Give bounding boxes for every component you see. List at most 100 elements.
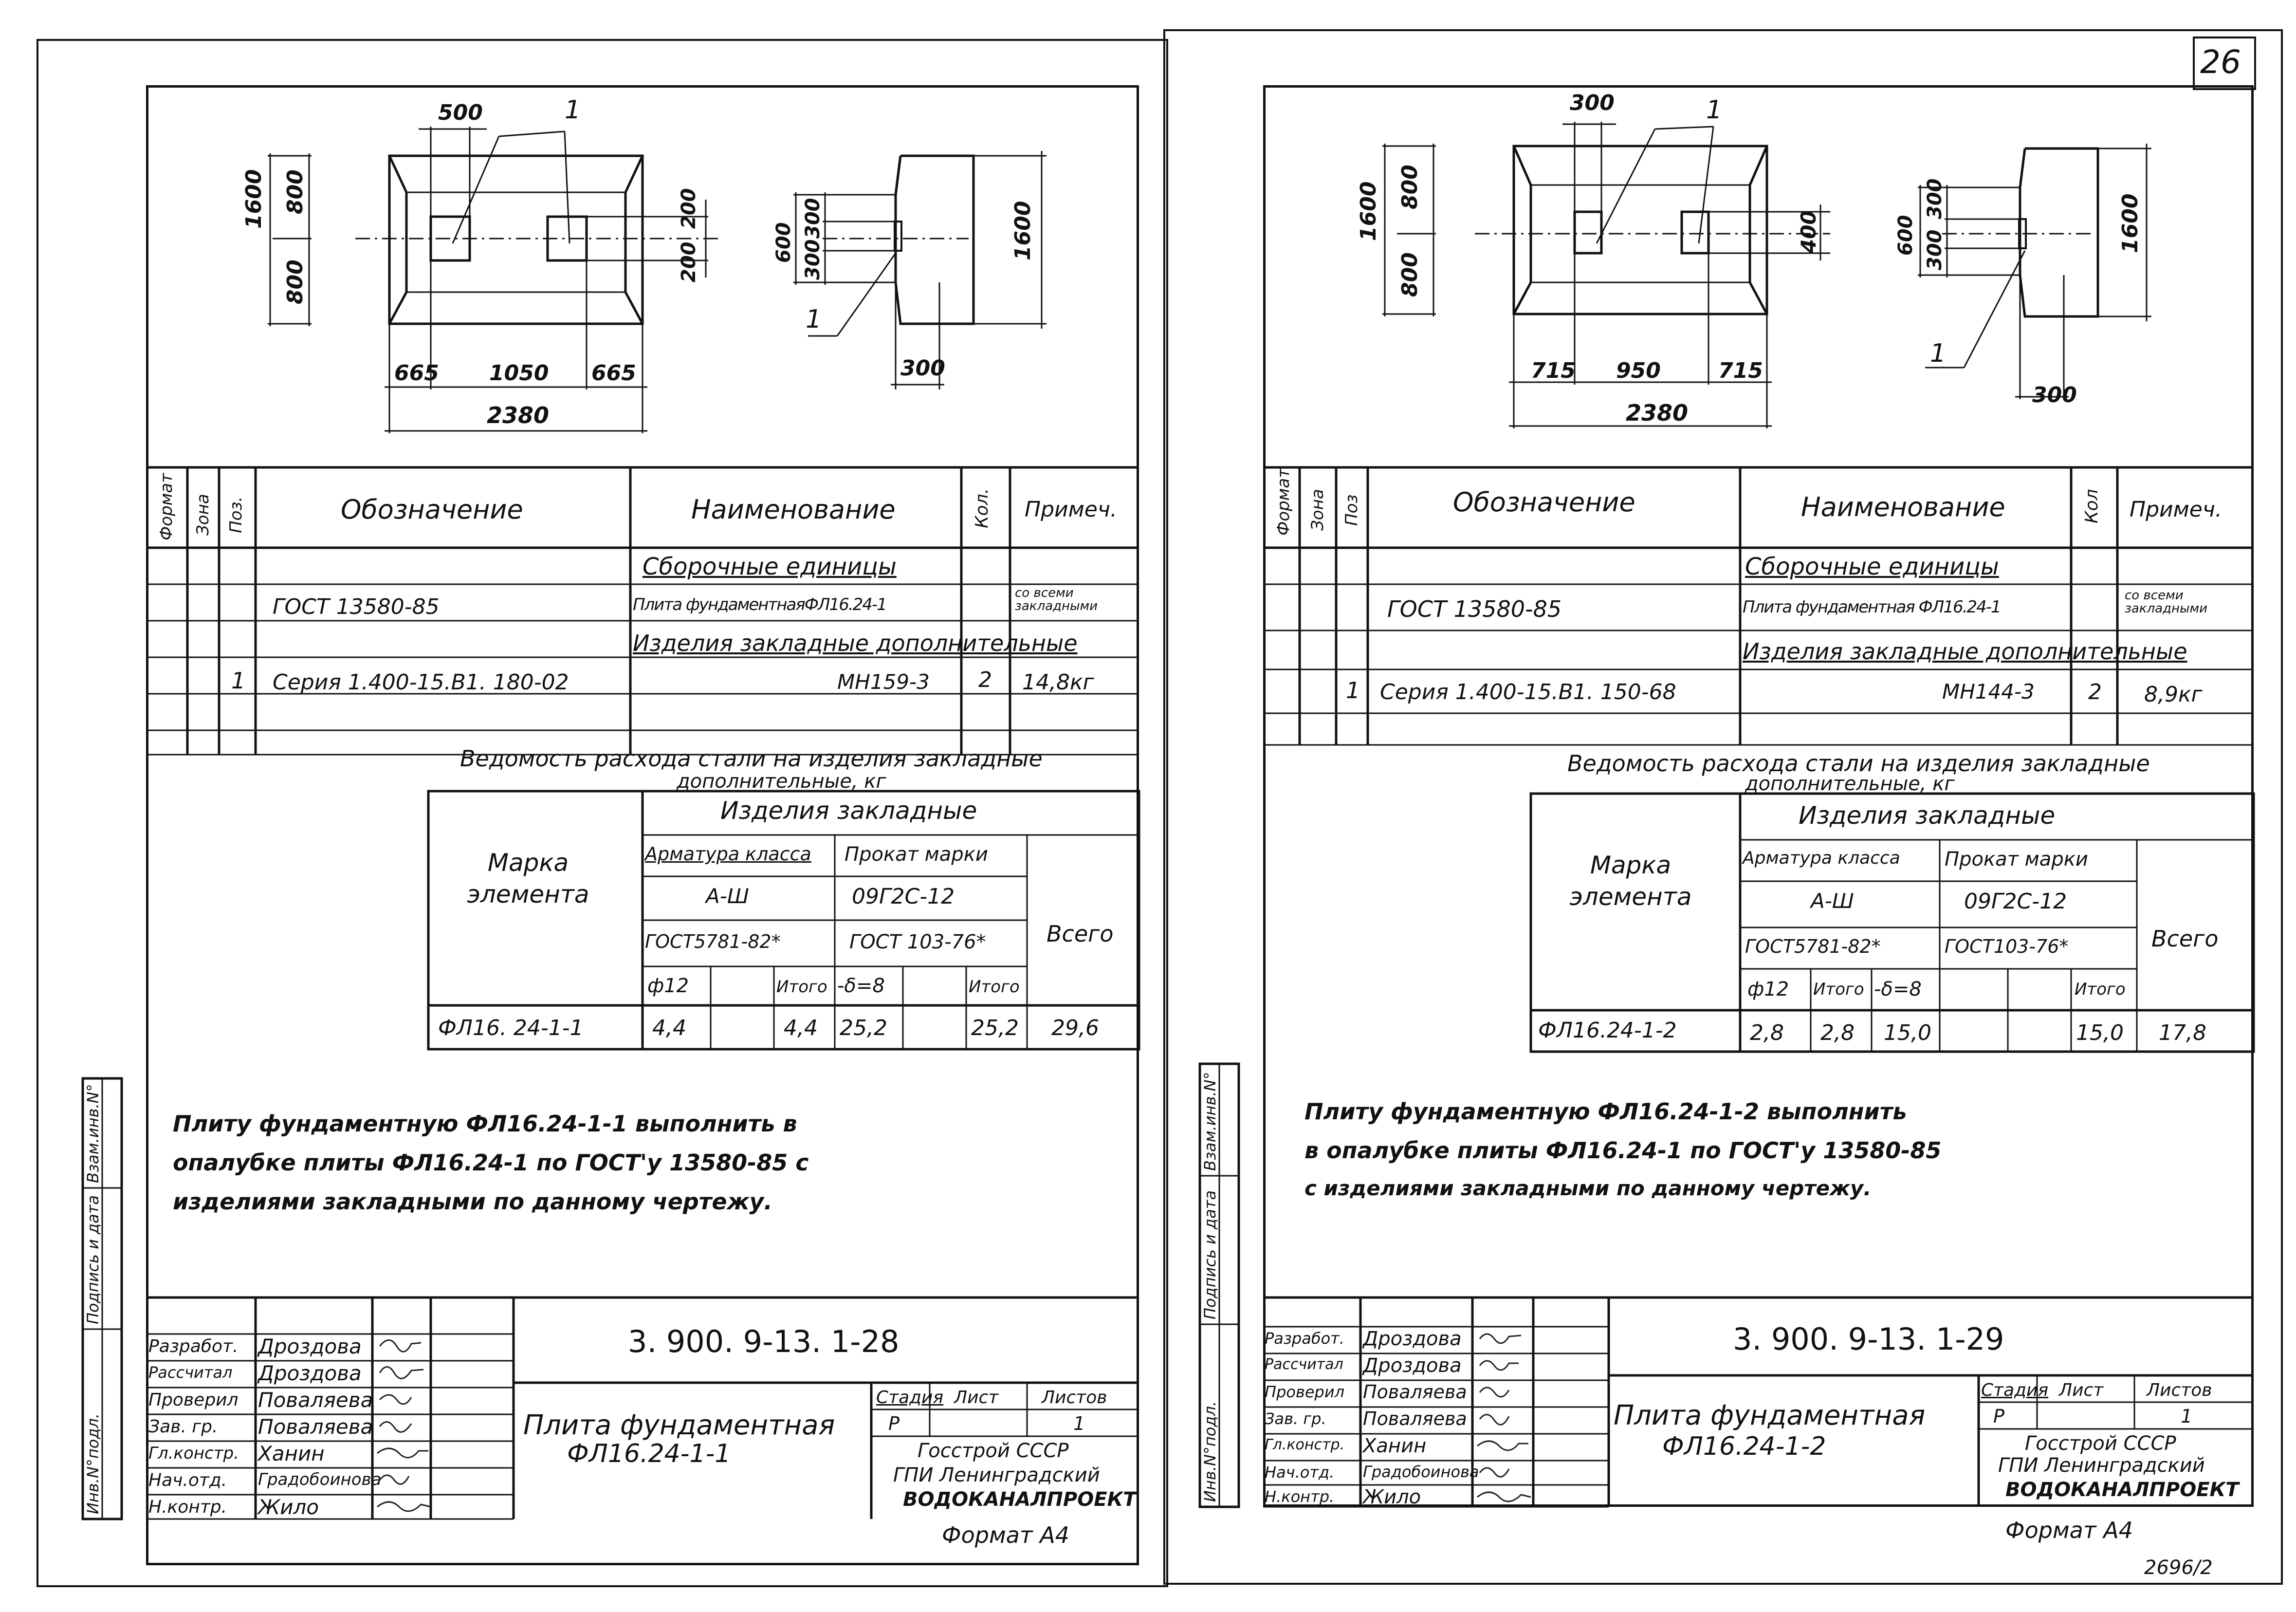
right-tb-name-2: Дроздова bbox=[1363, 1354, 1462, 1377]
left-steel-arm-class: А-Ш bbox=[706, 884, 749, 908]
left-spec-row2-designation: Серия 1.400-15.В1. 180-02 bbox=[273, 670, 569, 695]
left-steel-group: Изделия закладные bbox=[720, 797, 977, 825]
left-steel-row-itogo1: 4,4 bbox=[784, 1016, 818, 1040]
right-spec-header-note: Примеч. bbox=[2130, 497, 2222, 522]
right-note-line1: Плиту фундаментную ФЛ16.24-1-2 выполнить bbox=[1304, 1098, 1907, 1125]
left-spec-row1-note: со всеми закладными bbox=[1015, 586, 1098, 614]
page-number-box bbox=[2193, 37, 2256, 90]
right-tb-name-6: Градобоинова bbox=[1363, 1463, 1479, 1481]
left-tb-stage: Р bbox=[888, 1413, 900, 1434]
right-steel-title-line1: Ведомость расхода стали на изделия закла… bbox=[1567, 750, 2150, 777]
right-spec-row2-qty: 2 bbox=[2088, 680, 2102, 704]
left-steel-prok-grade: 09Г2С-12 bbox=[852, 884, 955, 909]
left-dim-bottom-mid: 1050 bbox=[489, 361, 549, 386]
left-steel-title-line2: дополнительные, кг bbox=[677, 770, 886, 793]
right-tb-name-1: Дроздова bbox=[1363, 1328, 1462, 1350]
left-steel-prok-gost: ГОСТ 103-76* bbox=[849, 931, 986, 953]
page-number: 26 bbox=[2200, 43, 2241, 81]
right-spec-row1-name: Плита фундаментная ФЛ16.24-1 bbox=[1743, 597, 2002, 617]
left-format: Формат А4 bbox=[942, 1522, 1069, 1548]
right-tb-sheets-label: Листов bbox=[2147, 1380, 2212, 1400]
left-note-line1: Плиту фундаментную ФЛ16.24-1-1 выполнить… bbox=[173, 1111, 797, 1137]
left-spec-row2-name: МН159-3 bbox=[837, 670, 930, 694]
right-tb-sheets: 1 bbox=[2181, 1406, 2193, 1427]
left-tb-name-2: Дроздова bbox=[258, 1361, 362, 1385]
right-steel-row-delta: 15,0 bbox=[1884, 1020, 1931, 1045]
left-spec-row1-designation: ГОСТ 13580-85 bbox=[273, 594, 440, 619]
right-tb-name-5: Ханин bbox=[1363, 1435, 1427, 1457]
left-steel-sub-d: ф12 bbox=[647, 975, 689, 997]
right-steel-sub-itogo1: Итого bbox=[1813, 980, 1864, 999]
right-format: Формат А4 bbox=[2005, 1517, 2133, 1543]
right-tb-stage-label: Стадия bbox=[1981, 1380, 2049, 1400]
right-steel-title-line2: дополнительные, кг bbox=[1745, 773, 1955, 795]
left-tb-name-4: Поваляева bbox=[258, 1415, 373, 1439]
right-spec-header-designation: Обозначение bbox=[1453, 487, 1635, 518]
left-callout-top: 1 bbox=[565, 95, 581, 125]
right-dim-side-base: 300 bbox=[2032, 383, 2077, 408]
footer-code: 2696/2 bbox=[2144, 1556, 2213, 1579]
left-dim-bottom-right: 665 bbox=[591, 361, 636, 386]
right-tb-role-4: Зав. гр. bbox=[1265, 1409, 1326, 1428]
left-tb-role-6: Нач.отд. bbox=[148, 1470, 227, 1490]
left-tb-code: 3. 900. 9-13. 1-28 bbox=[628, 1324, 900, 1359]
left-steel-sub-delta: -δ=8 bbox=[837, 975, 885, 997]
right-steel-sub-d: ф12 bbox=[1747, 978, 1789, 1001]
right-steel-arm-gost: ГОСТ5781-82* bbox=[1745, 936, 1881, 957]
right-tb-org-line2: ГПИ Ленинградский bbox=[1998, 1454, 2205, 1477]
left-steel-row-delta: 25,2 bbox=[840, 1016, 887, 1040]
left-spec-row2-qty: 2 bbox=[978, 667, 992, 692]
right-steel-sub-delta: -δ=8 bbox=[1874, 978, 1922, 1001]
right-spec-section1: Сборочные единицы bbox=[1745, 553, 1999, 580]
right-dim-hole-width: 300 bbox=[1570, 91, 1615, 115]
right-tb-title-line2: ФЛ16.24-1-2 bbox=[1662, 1432, 1826, 1461]
left-tb-name-7: Жило bbox=[258, 1495, 319, 1519]
right-tb-org-line1: Госстрой СССР bbox=[2025, 1432, 2176, 1455]
left-tb-name-6: Градобоинова bbox=[258, 1470, 382, 1489]
right-tb-role-2: Рассчитал bbox=[1265, 1356, 1343, 1373]
left-steel-col-arm: Арматура класса bbox=[645, 843, 811, 865]
left-tb-role-3: Проверил bbox=[148, 1390, 239, 1410]
right-tb-name-7: Жило bbox=[1363, 1486, 1421, 1508]
right-spec-header-name: Наименование bbox=[1801, 492, 2005, 522]
left-tb-org-line2: ГПИ Ленинградский bbox=[893, 1464, 1100, 1486]
left-note-line3: изделиями закладными по данному чертежу. bbox=[173, 1188, 772, 1215]
right-steel-col-prok: Прокат марки bbox=[1945, 848, 2088, 871]
left-tb-name-1: Дроздова bbox=[258, 1334, 362, 1358]
left-dim-width-total: 2380 bbox=[487, 402, 550, 428]
left-dim-bottom-left: 665 bbox=[394, 361, 439, 386]
right-steel-total-label: Всего bbox=[2151, 926, 2219, 952]
right-dim-bottom-right: 715 bbox=[1718, 358, 1763, 383]
right-tb-role-3: Проверил bbox=[1265, 1383, 1345, 1401]
right-tb-role-6: Нач.отд. bbox=[1265, 1463, 1335, 1482]
right-dim-width-total: 2380 bbox=[1626, 400, 1689, 426]
left-steel-arm-gost: ГОСТ5781-82* bbox=[645, 931, 781, 952]
right-steel-prok-gost: ГОСТ103-76* bbox=[1945, 936, 2069, 957]
left-spec-header-name: Наименование bbox=[691, 494, 896, 525]
left-tb-name-5: Ханин bbox=[258, 1442, 325, 1465]
right-tb-code: 3. 900. 9-13. 1-29 bbox=[1733, 1321, 2004, 1357]
right-steel-arm-class: А-Ш bbox=[1811, 889, 1854, 913]
right-tb-title-line1: Плита фундаментная bbox=[1614, 1400, 1926, 1431]
left-tb-role-7: Н.контр. bbox=[148, 1497, 227, 1517]
left-steel-row-itogo2: 25,2 bbox=[971, 1016, 1019, 1040]
right-steel-prok-grade: 09Г2С-12 bbox=[1964, 889, 2067, 914]
left-tb-title-line1: Плита фундаментная bbox=[523, 1409, 835, 1441]
right-tb-stage: Р bbox=[1993, 1406, 2004, 1427]
right-tb-role-1: Разработ. bbox=[1265, 1329, 1344, 1348]
right-callout-top: 1 bbox=[1706, 95, 1723, 125]
left-tb-role-5: Гл.констр. bbox=[148, 1444, 239, 1463]
left-steel-row-d12: 4,4 bbox=[652, 1016, 686, 1040]
right-note-line2: в опалубке плиты ФЛ16.24-1 по ГОСТ'у 135… bbox=[1304, 1137, 1942, 1164]
right-spec-row1-designation: ГОСТ 13580-85 bbox=[1387, 596, 1562, 622]
left-steel-sub-itogo2: Итого bbox=[969, 977, 1020, 997]
right-dim-bottom-left: 715 bbox=[1531, 358, 1576, 383]
left-tb-sheets: 1 bbox=[1073, 1413, 1085, 1434]
left-tb-sheet-label: Лист bbox=[954, 1388, 999, 1408]
right-spec-row1-note: со всеми закладными bbox=[2125, 588, 2208, 616]
left-spec-row2-note: 14,8кг bbox=[1022, 670, 1094, 695]
right-dim-bottom-mid: 950 bbox=[1616, 358, 1661, 383]
right-tb-sheet-label: Лист bbox=[2059, 1380, 2104, 1400]
